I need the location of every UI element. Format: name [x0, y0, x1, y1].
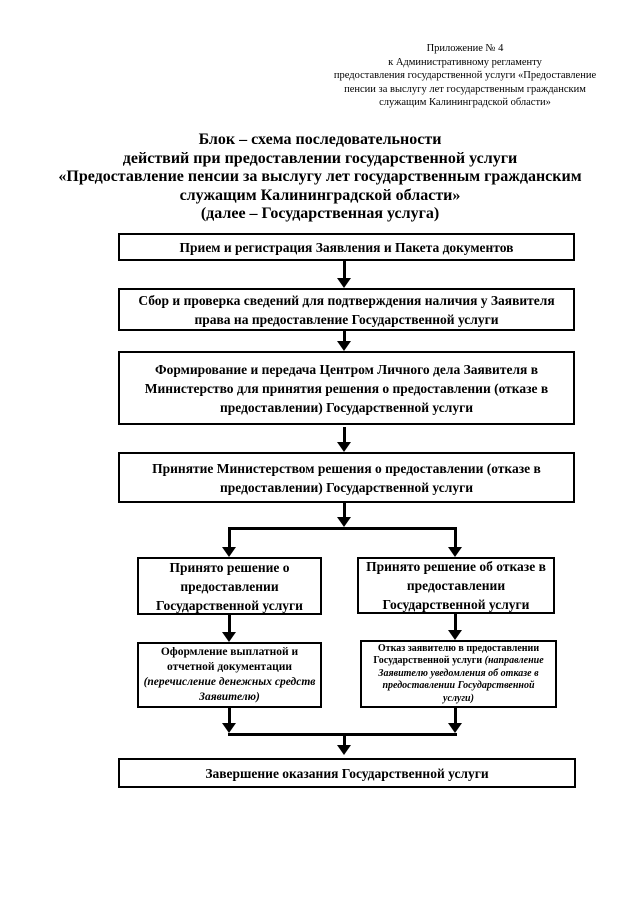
- merge-right-line: [453, 708, 457, 723]
- arrow-step1-step2-line: [342, 260, 346, 278]
- flow-node-decision-granted: Принято решение о предоставлении Государ…: [137, 557, 322, 615]
- flow-node-completion: Завершение оказания Государственной услу…: [118, 758, 576, 788]
- page-title-line: действий при предоставлении государствен…: [122, 149, 518, 167]
- page-title-line: служащим Калининградской области»: [179, 186, 461, 204]
- header-note-line: пенсии за выслугу лет государственным гр…: [344, 83, 586, 95]
- merge-left-head: [222, 723, 236, 733]
- arrow-step2-step3-head: [337, 341, 351, 351]
- split-left-drop-line: [227, 530, 231, 547]
- merge-left-line: [227, 708, 231, 723]
- arrow-step3-step4-line: [342, 427, 346, 442]
- header-note-line: Приложение № 4: [426, 43, 504, 54]
- split-center-head: [337, 517, 351, 527]
- arrow-refused-action-line: [453, 614, 457, 630]
- split-center-line: [342, 503, 346, 517]
- split-horizontal-line: [227, 527, 457, 530]
- header-note-line: к Административному регламенту: [388, 56, 542, 68]
- flow-node-reception: Прием и регистрация Заявления и Пакета д…: [118, 233, 575, 261]
- refusal-notice-text: Отказ заявителю в предоставлении Государ…: [373, 642, 540, 667]
- arrow-step1-step2-head: [337, 278, 351, 288]
- flow-node-ministry-decision: Принятие Министерством решения о предост…: [118, 452, 575, 503]
- merge-center-head: [337, 745, 351, 755]
- flow-node-case-transfer: Формирование и передача Центром Личного …: [118, 351, 575, 425]
- flow-node-payment-processing: Оформление выплатной и отчетной документ…: [137, 642, 322, 708]
- flow-node-refusal-notice: Отказ заявителю в предоставлении Государ…: [360, 640, 557, 708]
- arrow-step3-step4-head: [337, 442, 351, 452]
- merge-horizontal-line: [227, 733, 457, 736]
- page-title-line: (далее – Государственная услуга): [200, 205, 440, 222]
- refusal-notice-note: (направление Заявителю уведомления об от…: [378, 655, 544, 704]
- split-right-drop-line: [453, 530, 457, 547]
- split-right-drop-head: [448, 547, 462, 557]
- page-title-line: Блок – схема последовательности: [198, 131, 442, 148]
- header-note-line: служащим Калининградской области»: [379, 97, 551, 108]
- flow-node-verification: Сбор и проверка сведений для подтвержден…: [118, 288, 575, 331]
- payment-processing-text: Оформление выплатной и отчетной документ…: [160, 646, 299, 673]
- arrow-granted-action-head: [222, 632, 236, 642]
- merge-right-head: [448, 723, 462, 733]
- merge-center-line: [342, 736, 346, 745]
- header-note-line: предоставления государственной услуги «П…: [333, 70, 597, 81]
- flow-node-decision-refused: Принято решение об отказе в предоставлен…: [357, 557, 555, 614]
- payment-processing-note: (перечисление денежных средств Заявителю…: [143, 676, 316, 703]
- page-title-line: «Предоставление пенсии за выслугу лет го…: [58, 168, 582, 185]
- page-title: Блок – схема последовательности действий…: [20, 131, 620, 224]
- split-left-drop-head: [222, 547, 236, 557]
- arrow-refused-action-head: [448, 630, 462, 640]
- arrow-granted-action-line: [227, 615, 231, 632]
- header-note: Приложение № 4 к Административному регла…: [292, 42, 638, 110]
- arrow-step2-step3-line: [342, 331, 346, 341]
